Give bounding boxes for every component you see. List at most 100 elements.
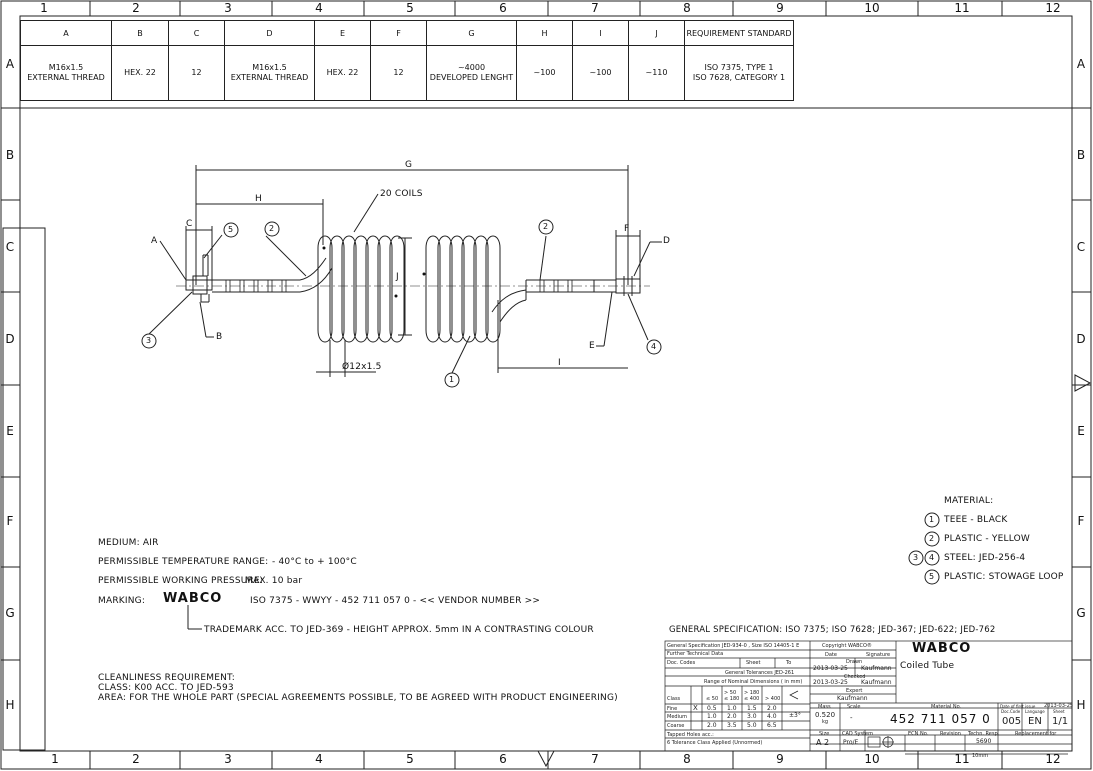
dimension-table-header-row: A B C D E F G H I J REQUIREMENT STANDARD (20, 20, 794, 46)
dimension-table: A B C D E F G H I J REQUIREMENT STANDARD… (20, 20, 794, 101)
zone-right-h: H (1076, 698, 1086, 712)
note-cleanliness-2: CLASS: K00 ACC. TO JED-593 (98, 683, 234, 693)
tb-material-no-header: Material No. (931, 704, 962, 710)
tb-further: Further Technical Data (667, 651, 724, 657)
header-i: I (572, 20, 629, 46)
tb-r4: > 400 (765, 696, 781, 702)
zone-left-a: A (5, 57, 15, 71)
zone-right-b: B (1076, 148, 1086, 162)
zone-bottom-5: 5 (406, 752, 414, 766)
note-marking-value: ISO 7375 - WWYY - 452 711 057 0 - << VEN… (250, 596, 541, 606)
zone-bottom-1: 1 (51, 752, 59, 766)
zone-left-d: D (5, 332, 15, 346)
tb-tol-class: 6 Tolerance Class Applied (Unnormed) (667, 740, 763, 746)
zone-bottom-11: 11 (954, 752, 970, 766)
tb-language-header: Language (1025, 709, 1045, 714)
balloon-3: 3 (146, 336, 152, 345)
zone-top-12: 12 (1045, 1, 1061, 15)
leader-d-label: D (663, 236, 671, 246)
tb-sheet-header: Sheet (1053, 709, 1065, 714)
zone-bottom-10: 10 (864, 752, 880, 766)
tb-techn-resp-header: Techn. Resp. (968, 731, 1000, 737)
material-num-4: 4 (929, 553, 935, 562)
dim-h-label: H (255, 194, 262, 204)
note-temperature-key: PERMISSIBLE TEMPERATURE RANGE: (98, 557, 269, 567)
dim-j-label: J (396, 272, 399, 282)
tb-fine-2: 1.0 (727, 705, 737, 712)
tb-coarse-4: 6.5 (767, 722, 777, 729)
tb-mass-header: Mass (818, 704, 831, 710)
balloon-1: 1 (449, 375, 455, 384)
zone-bottom-3: 3 (224, 752, 232, 766)
tb-language: EN (1028, 716, 1042, 727)
tb-cad: Pro/E (843, 739, 859, 746)
value-c: 12 (168, 45, 225, 101)
zone-left-e: E (6, 424, 14, 438)
header-h: H (516, 20, 573, 46)
value-e: HEX. 22 (314, 45, 371, 101)
tb-date1: 2013-03-25 (813, 665, 848, 672)
zone-top-1: 1 (40, 1, 48, 15)
material-num-3: 3 (913, 553, 919, 562)
tb-logo: WABCO (912, 641, 972, 656)
zone-top-6: 6 (499, 1, 507, 15)
leader-a-label: A (151, 236, 158, 246)
dim-f-label: F (624, 224, 630, 234)
zone-top-7: 7 (591, 1, 599, 15)
tb-gen-spec: General Specification JED-934-0 , Size I… (667, 643, 800, 649)
material-item-1: TEEE - BLACK (944, 515, 1008, 525)
tube-diameter-label: Ø12x1.5 (342, 362, 382, 372)
note-medium: MEDIUM: AIR (98, 538, 159, 548)
zone-bottom-12: 12 (1045, 752, 1061, 766)
value-f: 12 (370, 45, 427, 101)
tb-date-first: 2013-03-25 (1044, 703, 1074, 709)
tb-name1: Kaufmann (861, 665, 892, 672)
zone-top-9: 9 (776, 1, 784, 15)
zone-bottom-8: 8 (683, 752, 691, 766)
tb-name2: Kaufmann (861, 679, 892, 686)
tb-row-medium: Medium (667, 714, 687, 720)
tb-medium-1: 1.0 (707, 713, 717, 720)
tb-copyright: Copyright WABCO® (822, 643, 872, 649)
dim-i-label: I (558, 358, 561, 368)
tb-checked: Checked (844, 674, 866, 680)
tb-fine-4: 2.0 (767, 705, 777, 712)
tb-coarse-2: 3.5 (727, 722, 737, 729)
tb-medium-2: 2.0 (727, 713, 737, 720)
tb-doc-code-header: Doc.Code (1001, 709, 1021, 714)
tb-r1: ≤ 50 (706, 696, 719, 702)
tb-size: A 2 (816, 738, 830, 747)
tb-mass-unit: kg (822, 719, 829, 725)
tb-scale-header: Scale (847, 704, 861, 710)
note-trademark: TRADEMARK ACC. TO JED-369 - HEIGHT APPRO… (204, 625, 594, 635)
zone-bottom-6: 6 (499, 752, 507, 766)
leader-b-label: B (216, 332, 223, 342)
tb-medium-4: 4.0 (767, 713, 777, 720)
zone-right-f: F (1077, 514, 1085, 528)
tb-medium-3: 3.0 (747, 713, 757, 720)
material-num-1: 1 (929, 515, 935, 524)
material-num-2: 2 (929, 534, 935, 543)
tb-date-header: Date (825, 652, 837, 658)
header-f: F (370, 20, 427, 46)
zone-right-e: E (1077, 424, 1085, 438)
tb-ecn-header: ECN No. (908, 731, 929, 737)
note-cleanliness-1: CLEANLINESS REQUIREMENT: (98, 673, 235, 683)
balloon-2-left: 2 (269, 224, 275, 233)
tb-revision-header: Revision (940, 731, 961, 737)
zone-bottom-7: 7 (591, 752, 599, 766)
zone-left-b: B (5, 148, 15, 162)
zone-top-4: 4 (315, 1, 323, 15)
header-g: G (426, 20, 517, 46)
legal-side-strip (4, 230, 44, 755)
zone-bottom-9: 9 (776, 752, 784, 766)
zone-right-c: C (1076, 240, 1086, 254)
value-i: ~100 (572, 45, 629, 101)
zone-right-g: G (1076, 606, 1086, 620)
